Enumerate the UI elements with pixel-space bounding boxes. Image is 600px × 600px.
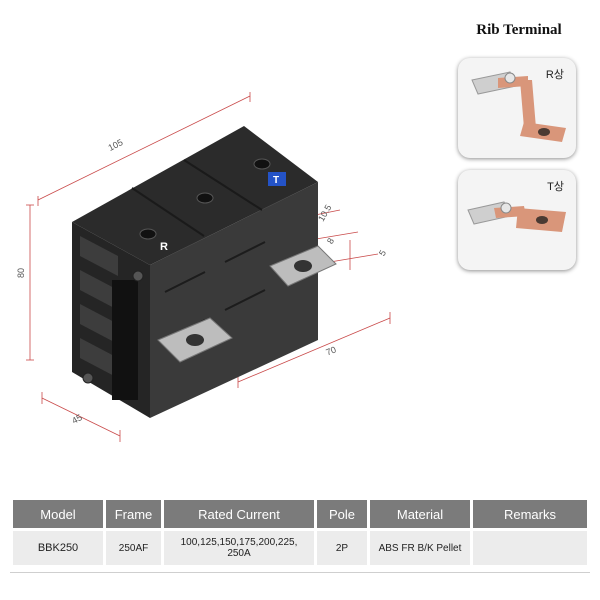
rib-card-r-phase: R상 bbox=[545, 69, 564, 81]
cell-frame: 250AF bbox=[106, 528, 161, 565]
terminal-back bbox=[269, 245, 337, 287]
rib-card-t: T상 bbox=[458, 170, 576, 270]
col-material: Material bbox=[370, 500, 470, 528]
phase-label-t: T bbox=[273, 175, 279, 186]
terminal-front bbox=[157, 317, 233, 363]
rib-card-r: R상 bbox=[458, 58, 576, 158]
col-frame: Frame bbox=[106, 500, 161, 528]
side-ribs bbox=[80, 236, 118, 378]
spec-table-header-row: Model Frame Rated Current Pole Material … bbox=[13, 500, 587, 528]
col-remarks: Remarks bbox=[473, 500, 587, 528]
top-ridges bbox=[131, 159, 263, 237]
bolts bbox=[82, 270, 144, 384]
cell-remarks bbox=[473, 528, 587, 565]
col-model: Model bbox=[13, 500, 103, 528]
phase-label-r: R bbox=[160, 241, 168, 253]
dimension-height: 80 bbox=[16, 267, 27, 279]
rib-terminal-t-image bbox=[467, 201, 566, 232]
dimension-lines bbox=[26, 92, 391, 442]
block-front-face bbox=[150, 182, 318, 418]
cell-pole: 2P bbox=[317, 528, 367, 565]
col-rated-current: Rated Current bbox=[164, 500, 314, 528]
rib-terminal-r-image bbox=[471, 71, 566, 142]
busbar-block-drawing: R T bbox=[26, 92, 391, 442]
cell-material: ABS FR B/K Pellet bbox=[370, 528, 470, 565]
side-slot bbox=[112, 280, 138, 400]
cell-rated-current: 100,125,150,175,200,225, 250A bbox=[164, 528, 314, 565]
rib-card-t-phase: T상 bbox=[547, 181, 564, 193]
table-row: BBK250 250AF 100,125,150,175,200,225, 25… bbox=[13, 528, 587, 565]
spec-table: Model Frame Rated Current Pole Material … bbox=[10, 500, 590, 565]
phase-label-t-badge bbox=[268, 172, 286, 186]
rib-terminal-title: Rib Terminal bbox=[476, 22, 562, 38]
cell-model: BBK250 bbox=[13, 528, 103, 565]
table-bottom-rule bbox=[10, 572, 590, 573]
col-pole: Pole bbox=[317, 500, 367, 528]
top-holes bbox=[139, 158, 271, 240]
